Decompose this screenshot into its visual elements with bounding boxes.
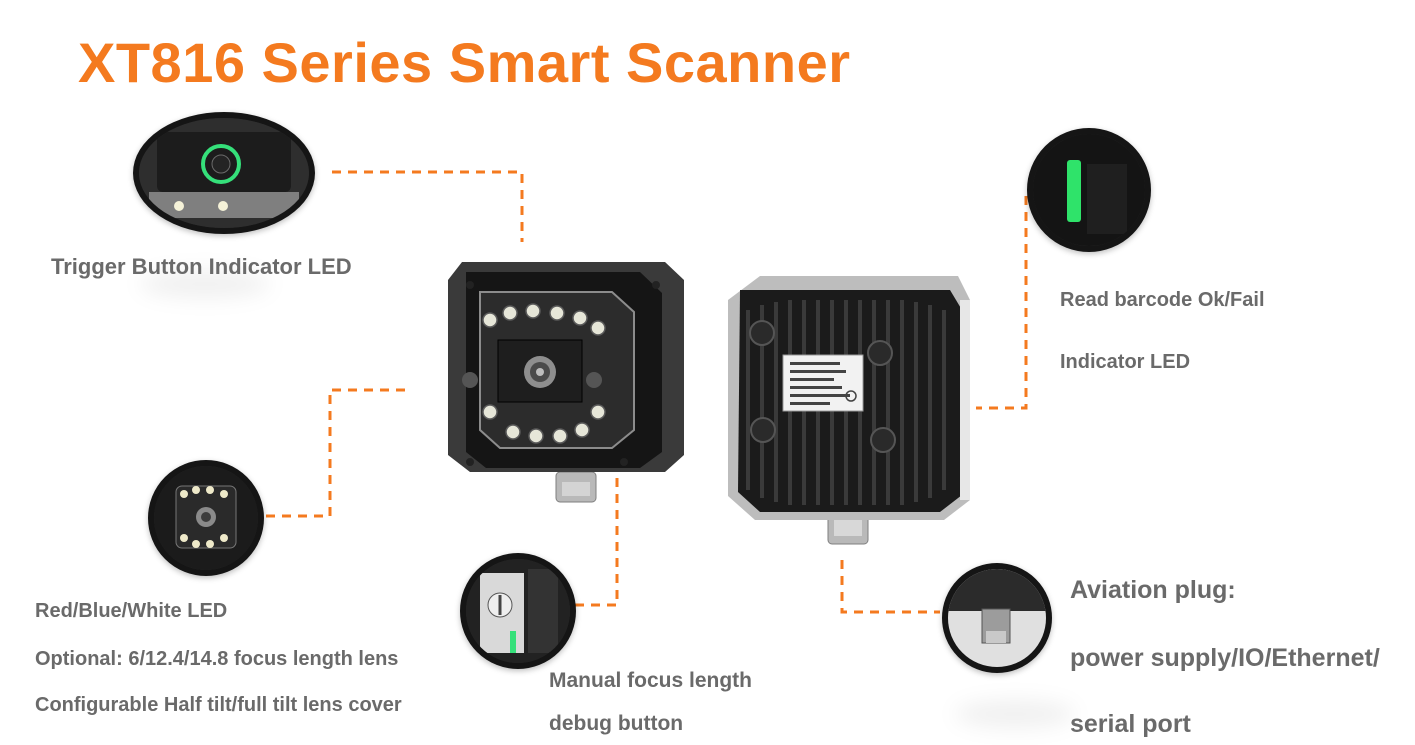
connector-focus	[570, 478, 619, 607]
led-label-line2: Optional: 6/12.4/14.8 focus length lens	[35, 648, 399, 670]
focus-label-line2: debug button	[549, 712, 684, 735]
plug-label-line2: power supply/IO/Ethernet/	[1070, 644, 1380, 672]
connector-status	[976, 196, 1028, 410]
label-shadow	[140, 270, 270, 298]
led-label-line3: Configurable Half tilt/full tilt lens co…	[35, 694, 402, 716]
read-status-label-line1: Read barcode Ok/Fail	[1060, 289, 1265, 311]
focus-label-line1: Manual focus length	[549, 669, 753, 692]
plug-label-line1: Aviation plug:	[1070, 576, 1236, 604]
trigger-led-closeup-icon	[133, 112, 315, 234]
led-lens-closeup-icon	[148, 460, 264, 576]
plug-label-line3: serial port	[1070, 710, 1191, 738]
aviation-plug-closeup-icon	[942, 563, 1052, 673]
trigger-led-label: Trigger Button Indicator LED	[51, 254, 352, 279]
label-shadow	[955, 700, 1075, 728]
focus-knob-closeup-icon	[460, 553, 576, 669]
connector-trigger	[332, 170, 524, 242]
status-led-closeup-icon	[1027, 128, 1151, 252]
connector-plug	[840, 560, 940, 614]
read-status-label-line2: Indicator LED	[1060, 351, 1191, 373]
led-label-line1: Red/Blue/White LED	[35, 600, 228, 622]
connector-lens	[262, 388, 405, 518]
page-title: XT816 Series Smart Scanner	[78, 31, 851, 94]
